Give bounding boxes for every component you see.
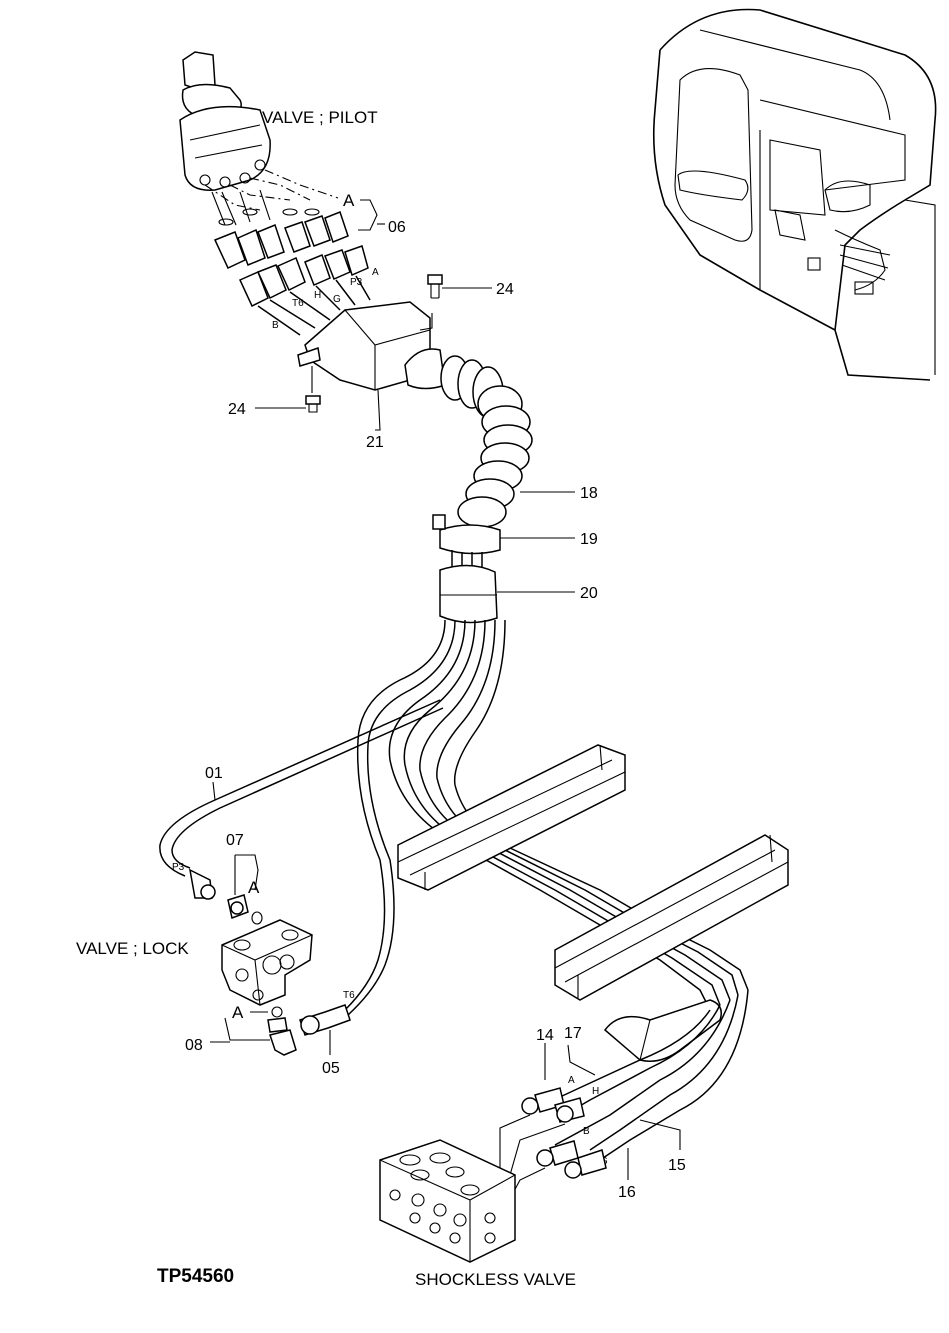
pilot-valve — [179, 51, 271, 191]
callout-21: 21 — [366, 434, 384, 451]
tag-h-top: H — [314, 290, 321, 301]
callout-24-left: 24 — [228, 401, 246, 418]
lock-valve-fitting-07 — [227, 854, 263, 925]
corrugated-hose-sleeve-18 — [404, 348, 575, 528]
ref-mark-a-lock-bottom: A — [232, 1003, 244, 1022]
callout-16: 16 — [618, 1184, 636, 1201]
shockless-valve — [379, 1139, 516, 1263]
elbow-fittings — [213, 211, 349, 269]
callout-14: 14 — [536, 1027, 554, 1044]
callout-08: 08 — [185, 1037, 203, 1054]
frame-rail-lower — [554, 834, 789, 1001]
hose-bundle-lower — [544, 989, 749, 1180]
cab-inset-illustration — [652, 8, 937, 381]
tag-t6-top: T6 — [292, 298, 304, 309]
label-valve-pilot: VALVE ; PILOT — [262, 108, 378, 127]
callout-24-top: 24 — [496, 281, 514, 298]
callout-06: 06 — [388, 219, 406, 236]
fitting-01-nut — [200, 884, 216, 900]
hose-clamp-plate — [603, 999, 722, 1062]
hose-05-fitting — [299, 1004, 351, 1055]
tag-b-top: B — [272, 320, 279, 331]
hose-bundle-upper — [451, 550, 483, 575]
callout-20: 20 — [580, 585, 598, 602]
tag-h-bottom: H — [592, 1086, 599, 1097]
shockless-hose-fittings — [484, 1087, 607, 1196]
bracket-06 — [358, 199, 378, 231]
callout-19: 19 — [580, 531, 598, 548]
callout-17: 17 — [564, 1025, 582, 1042]
bolt-24-left — [255, 395, 321, 413]
drawing-id: TP54560 — [157, 1266, 234, 1287]
hose-end-fittings — [239, 245, 371, 336]
tag-g-top: G — [333, 294, 341, 305]
tag-a-bottom: A — [568, 1075, 575, 1086]
hose-clamp-19 — [432, 514, 575, 555]
ref-mark-a-lock-top: A — [248, 878, 260, 897]
hose-clamp-20 — [439, 564, 575, 624]
hose-01 — [159, 699, 444, 877]
frame-rail-upper — [397, 744, 626, 891]
label-shockless-valve: SHOCKLESS VALVE — [415, 1270, 576, 1289]
lock-valve — [221, 919, 313, 1006]
callout-15: 15 — [668, 1157, 686, 1174]
tag-a-top: A — [372, 267, 379, 278]
ref-mark-a-pilot: A — [343, 191, 355, 210]
lock-valve-fitting-08 — [210, 1006, 297, 1056]
callout-01: 01 — [205, 765, 223, 782]
label-valve-lock: VALVE ; LOCK — [76, 939, 189, 958]
bolt-24-top — [427, 274, 492, 299]
callout-07: 07 — [226, 832, 244, 849]
callout-18: 18 — [580, 485, 598, 502]
tag-p3-top: P3 — [350, 277, 363, 288]
callout-05: 05 — [322, 1060, 340, 1077]
tag-b-bottom: B — [583, 1126, 590, 1137]
tag-p3-lock: P3 — [172, 862, 185, 873]
tag-t6-lock: T6 — [343, 990, 355, 1001]
pilot-port-leaders — [204, 169, 339, 226]
